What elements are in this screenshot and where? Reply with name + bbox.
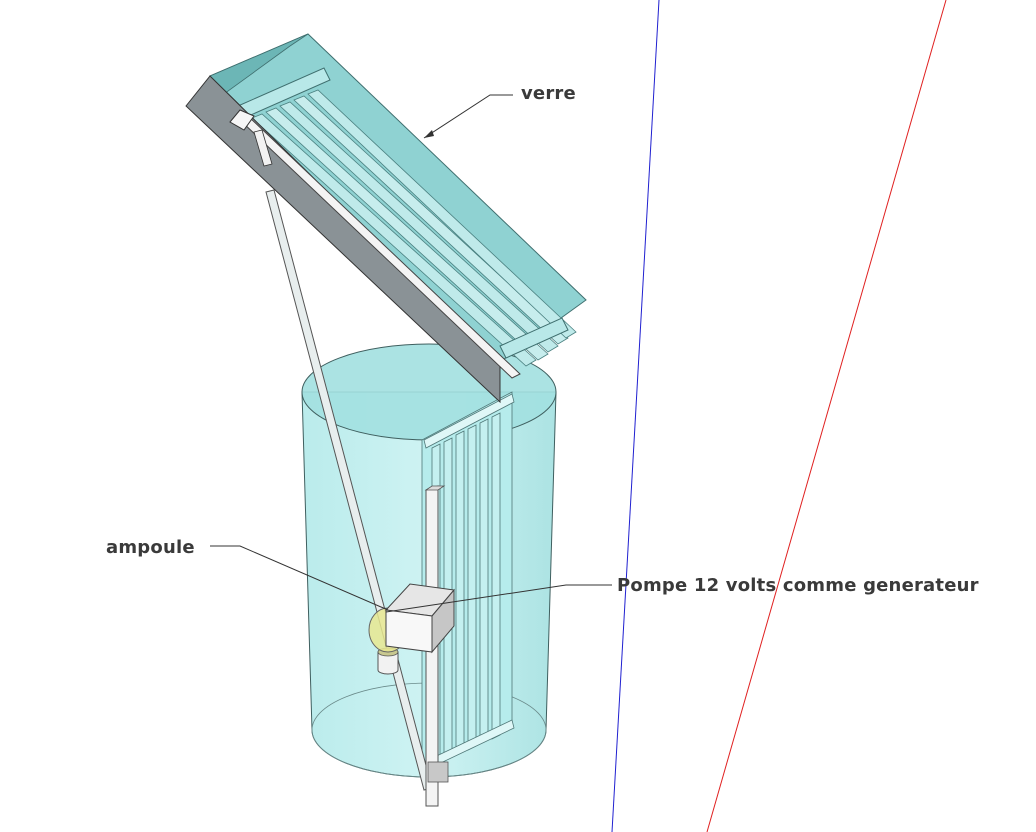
red-axis-line	[706, 0, 947, 832]
panel-bottom-header	[499, 317, 569, 359]
blue-axis-line	[611, 0, 660, 832]
panel-top-bracket	[229, 109, 255, 131]
pump-generator	[384, 583, 455, 654]
ampoule-leader	[210, 545, 389, 611]
callout-leaders	[210, 94, 612, 613]
panel-tubes	[251, 89, 577, 367]
solar-panel	[185, 33, 587, 404]
ampoule-label: ampoule	[106, 537, 195, 558]
verre-label: verre	[521, 83, 576, 104]
pompe-leader	[385, 584, 612, 613]
pump-generator-label: Pompe 12 volts comme generateur	[617, 575, 979, 596]
verre-leader	[423, 94, 513, 139]
tube-header-top	[423, 393, 515, 449]
panel-hinge-tab	[253, 129, 273, 167]
verre-arrowhead	[424, 130, 434, 138]
